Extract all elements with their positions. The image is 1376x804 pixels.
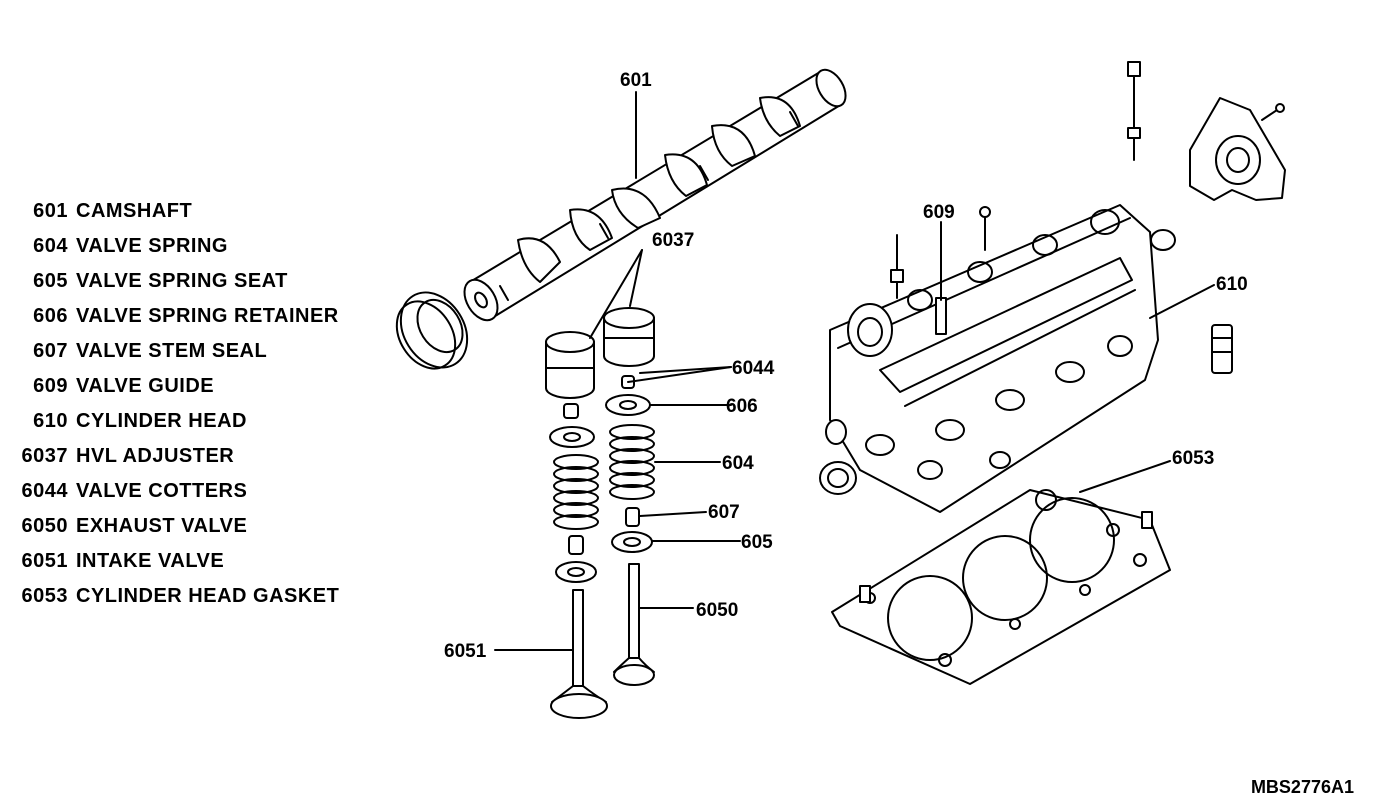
callout-601: 601 xyxy=(620,70,652,91)
cylinder-head-drawing xyxy=(819,204,1176,513)
legend-name: CYLINDER HEAD GASKET xyxy=(76,585,340,607)
intake-valve-stack xyxy=(549,403,608,719)
legend-name: CAMSHAFT xyxy=(76,200,193,222)
legend-number: 605 xyxy=(33,270,68,292)
hvl-adjuster-left xyxy=(545,331,595,399)
legend-number: 601 xyxy=(33,200,68,222)
legend-name: INTAKE VALVE xyxy=(76,550,225,572)
head-gasket-drawing xyxy=(831,489,1171,685)
legend-number: 606 xyxy=(33,305,68,327)
legend-number: 609 xyxy=(33,375,68,397)
legend-number: 607 xyxy=(33,340,68,362)
bracket-drawing xyxy=(1189,97,1286,201)
legend-name: VALVE SPRING xyxy=(76,235,228,257)
legend-number: 610 xyxy=(33,410,68,432)
callout-6051: 6051 xyxy=(444,641,487,662)
callout-605: 605 xyxy=(741,532,773,553)
leader-lines xyxy=(494,91,1215,651)
callout-606: 606 xyxy=(726,396,758,417)
reference-code: MBS2776A1 xyxy=(1250,777,1354,797)
callout-607: 607 xyxy=(708,502,740,523)
exhaust-valve-stack xyxy=(605,375,655,686)
hvl-adjuster-right xyxy=(603,307,655,367)
legend-name: VALVE COTTERS xyxy=(76,480,248,502)
legend-number: 6037 xyxy=(21,445,68,467)
legend-number: 6050 xyxy=(21,515,68,537)
callouts: 601 6037 6044 606 604 607 605 6050 6051 … xyxy=(444,70,1248,662)
legend-name: EXHAUST VALVE xyxy=(76,515,248,537)
callout-6037: 6037 xyxy=(652,230,694,251)
legend-name: HVL ADJUSTER xyxy=(76,445,235,467)
legend-name: VALVE GUIDE xyxy=(76,375,215,397)
legend-name: CYLINDER HEAD xyxy=(76,410,247,432)
legend-name: VALVE SPRING RETAINER xyxy=(76,305,339,327)
legend-name: VALVE STEM SEAL xyxy=(76,340,268,362)
legend-name: VALVE SPRING SEAT xyxy=(76,270,288,292)
head-bolts xyxy=(890,61,1141,335)
callout-609: 609 xyxy=(923,202,955,223)
legend-number: 6051 xyxy=(21,550,68,572)
callout-6053: 6053 xyxy=(1172,448,1214,469)
legend-number: 604 xyxy=(33,235,68,257)
callout-610: 610 xyxy=(1216,274,1248,295)
callout-6044: 6044 xyxy=(732,358,775,379)
callout-6050: 6050 xyxy=(696,600,738,621)
camshaft-seal-drawing xyxy=(395,291,469,370)
sensor-drawing xyxy=(1211,324,1233,374)
callout-604: 604 xyxy=(722,453,754,474)
camshaft-drawing xyxy=(463,68,847,322)
legend-number: 6044 xyxy=(21,480,68,502)
legend-number: 6053 xyxy=(21,585,68,607)
